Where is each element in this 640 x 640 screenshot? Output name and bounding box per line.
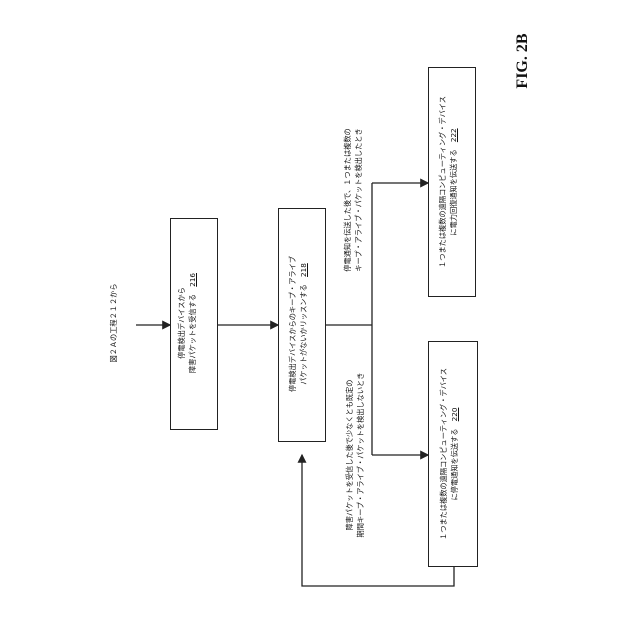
step-220-line2-row: に停電通知を伝送する 220 <box>449 344 460 564</box>
step-216-line2: 障害パケットを受信する <box>188 294 197 373</box>
step-220-ref: 220 <box>450 408 459 422</box>
branch-keepalive-line2: キープ・アライブ・パケットを検出したとき <box>353 80 364 320</box>
step-216-line1: 停電検出デバイスから <box>176 223 187 423</box>
step-222-line1: １つまたは複数の遠隔コンピューティング・デバイス <box>437 72 448 292</box>
step-216-line2-row: 障害パケットを受信する 216 <box>187 223 198 423</box>
step-220-line2: に停電通知を伝送する <box>450 429 459 501</box>
step-222-text: １つまたは複数の遠隔コンピューティング・デバイス に電力回復通知を伝送する 22… <box>437 72 467 292</box>
step-216-ref: 216 <box>188 273 197 287</box>
step-220-text: １つまたは複数の遠隔コンピューティング・デバイス に停電通知を伝送する 220 <box>438 344 468 564</box>
step-218-text: 停電検出デバイスからのキープ・アライブ パケットがないかリッスンする 218 <box>287 214 317 434</box>
step-218-line2: パケットがないかリッスンする <box>299 284 308 385</box>
step-222-line2-row: に電力回復通知を伝送する 222 <box>448 72 459 292</box>
step-222-line2: に電力回復通知を伝送する <box>449 149 458 235</box>
branch-keepalive-text: 停電通知を伝送した後で、１つまたは複数の キープ・アライブ・パケットを検出したと… <box>342 80 372 320</box>
step-218-line1: 停電検出デバイスからのキープ・アライブ <box>287 214 298 434</box>
step-220-line1: １つまたは複数の遠隔コンピューティング・デバイス <box>438 344 449 564</box>
branch-no-keepalive-line2: 期間キープ・アライブ・パケットを検出しないとき <box>355 335 366 575</box>
branch-no-keepalive-line1: 障害パケットを受信した後で少なくとも既定の <box>344 335 355 575</box>
branch-keepalive-line1: 停電通知を伝送した後で、１つまたは複数の <box>342 80 353 320</box>
step-218-line2-row: パケットがないかリッスンする 218 <box>298 214 309 434</box>
step-218-ref: 218 <box>299 263 308 277</box>
branch-no-keepalive-text: 障害パケットを受信した後で少なくとも既定の 期間キープ・アライブ・パケットを検出… <box>344 335 374 575</box>
start-reference-text: 図２Ａの工程２１２から <box>108 263 122 383</box>
step-222-ref: 222 <box>449 128 458 142</box>
step-216-text: 停電検出デバイスから 障害パケットを受信する 216 <box>176 223 206 423</box>
figure-label: FIG. 2B <box>511 21 531 101</box>
